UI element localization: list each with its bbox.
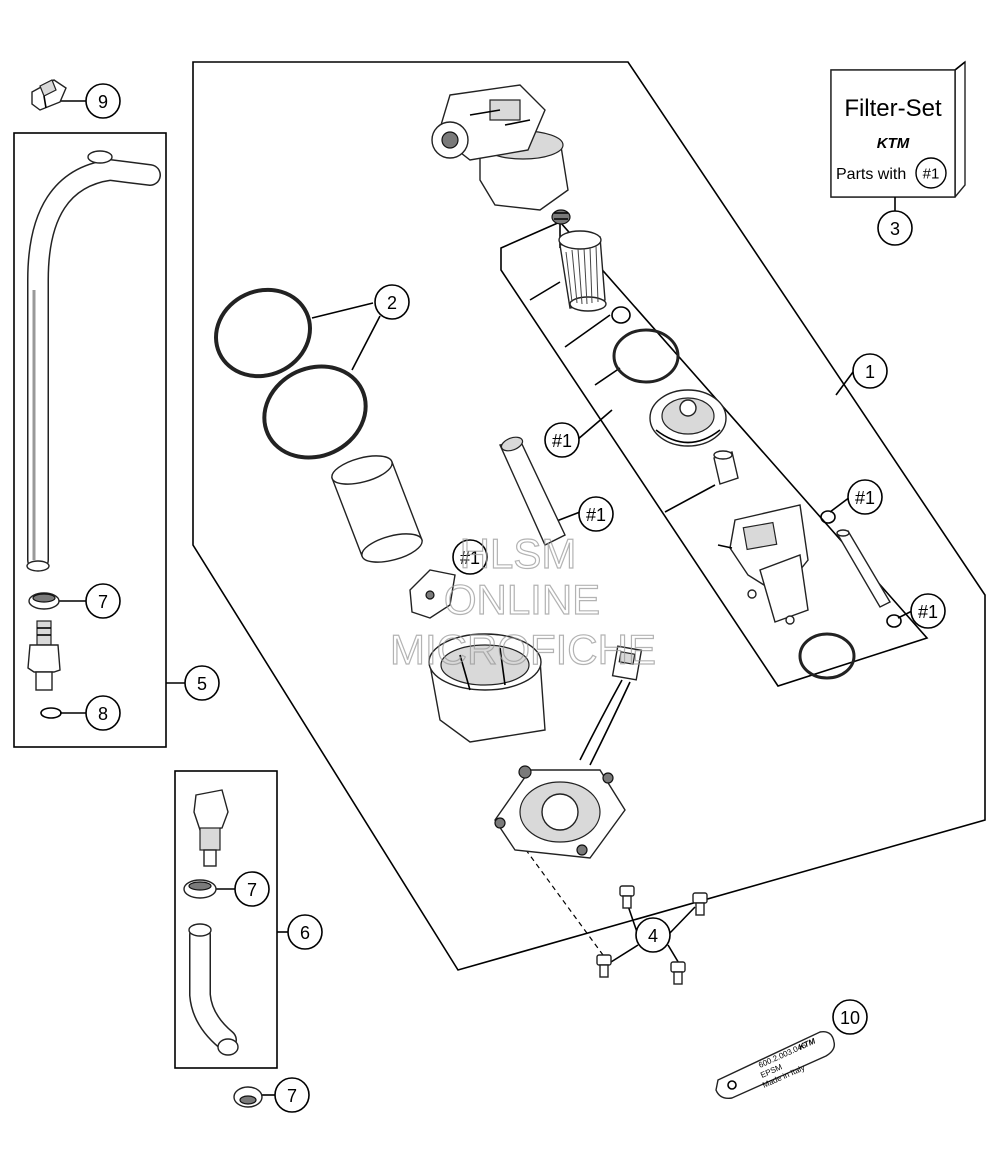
marker-hash1-a: #1 [544, 422, 580, 458]
callout-7a-label: 7 [98, 592, 108, 612]
pump-assembly-frame [192, 61, 986, 971]
fuel-fitting-part-5 [27, 620, 61, 691]
marker-hash1-a-label: #1 [552, 431, 572, 451]
callout-6-label: 6 [300, 923, 310, 943]
quick-connector-part-6 [193, 789, 229, 867]
small-spring [551, 209, 571, 225]
marker-hash1-b: #1 [578, 496, 614, 532]
filter-pin [836, 529, 891, 608]
callout-9: 9 [85, 83, 121, 119]
o-ring-tiny-b [886, 614, 902, 628]
hose-kit-frame-6 [174, 770, 278, 1069]
retaining-clip [409, 569, 456, 619]
marker-hash1-c-label: #1 [855, 488, 875, 508]
marker-hash1-d-label: #1 [918, 602, 938, 622]
filter-tube [713, 450, 739, 485]
o-ring-large-part-2b [262, 364, 368, 460]
callout-7c-label: 7 [287, 1086, 297, 1106]
callout-1: 1 [852, 353, 888, 389]
callout-2: 2 [374, 284, 410, 320]
callout-2-label: 2 [387, 293, 397, 313]
callout-9-label: 9 [98, 92, 108, 112]
hose-kit-frame-5 [13, 132, 167, 748]
fuel-filter [558, 230, 607, 312]
id-plate-part-10: 600.2.003.046 EPSM Made in Italy KTM [715, 1031, 836, 1100]
marker-hash1-e: #1 [452, 539, 488, 575]
hose-clamp-part-7a [28, 592, 60, 610]
callout-1-label: 1 [865, 362, 875, 382]
pump-housing-cup [428, 633, 546, 743]
hose-clamp-part-7c [233, 1086, 263, 1108]
marker-hash1-e-label: #1 [460, 548, 480, 568]
callout-5: 5 [184, 665, 220, 701]
callout-7b-label: 7 [247, 880, 257, 900]
callout-8-label: 8 [98, 704, 108, 724]
callout-7a: 7 [85, 583, 121, 619]
watermark-line-3: MICROFICHE [390, 626, 656, 673]
pump-flange [494, 765, 626, 859]
pump-head [431, 84, 569, 211]
bolt-part-4b [692, 892, 708, 916]
filter-set-title: Filter-Set [844, 95, 942, 122]
intake-pipe [499, 436, 566, 546]
bolt-part-4a [619, 885, 635, 909]
level-sensor [717, 504, 809, 625]
fuel-hose-part-5 [26, 150, 161, 572]
filter-sleeve [331, 455, 423, 563]
callout-10: 10 [832, 999, 868, 1035]
bolt-part-4c [596, 954, 612, 978]
callout-4: 4 [635, 917, 671, 953]
pressure-regulator [649, 389, 727, 447]
watermark-line-1: HLSM [460, 530, 577, 577]
o-ring-medium-filter [612, 328, 680, 384]
o-ring-part-8 [40, 707, 62, 719]
clip-part-9 [31, 79, 67, 111]
filter-set-brand-logo: KTM [877, 135, 910, 152]
o-ring-large-part-2a [214, 287, 312, 379]
marker-hash1-b-label: #1 [586, 505, 606, 525]
filter-set-box: Filter-Set KTM Parts with #1 [830, 60, 966, 198]
marker-hash1-d: #1 [910, 593, 946, 629]
callout-5-label: 5 [197, 674, 207, 694]
o-ring-small-filter [611, 306, 631, 324]
wire-connector [579, 645, 643, 766]
fuel-hose-part-6 [188, 923, 239, 1056]
callout-6: 6 [287, 914, 323, 950]
hose-clamp-part-7b [183, 879, 217, 899]
callout-3: 3 [877, 210, 913, 246]
o-ring-tiny-a [820, 510, 836, 524]
filter-set-marker: #1 [923, 166, 940, 183]
o-ring-medium-bottom [798, 632, 856, 680]
watermark-line-2: ONLINE [444, 576, 600, 623]
callout-7b: 7 [234, 871, 270, 907]
bolt-part-4d [670, 961, 686, 985]
marker-hash1-c: #1 [847, 479, 883, 515]
callout-7c: 7 [274, 1077, 310, 1113]
callout-3-label: 3 [890, 219, 900, 239]
filter-set-parts-with: Parts with [836, 166, 906, 183]
callout-8: 8 [85, 695, 121, 731]
callout-4-label: 4 [648, 926, 658, 946]
watermark: HLSM ONLINE MICROFICHE [389, 529, 656, 673]
callout-10-label: 10 [840, 1008, 860, 1028]
